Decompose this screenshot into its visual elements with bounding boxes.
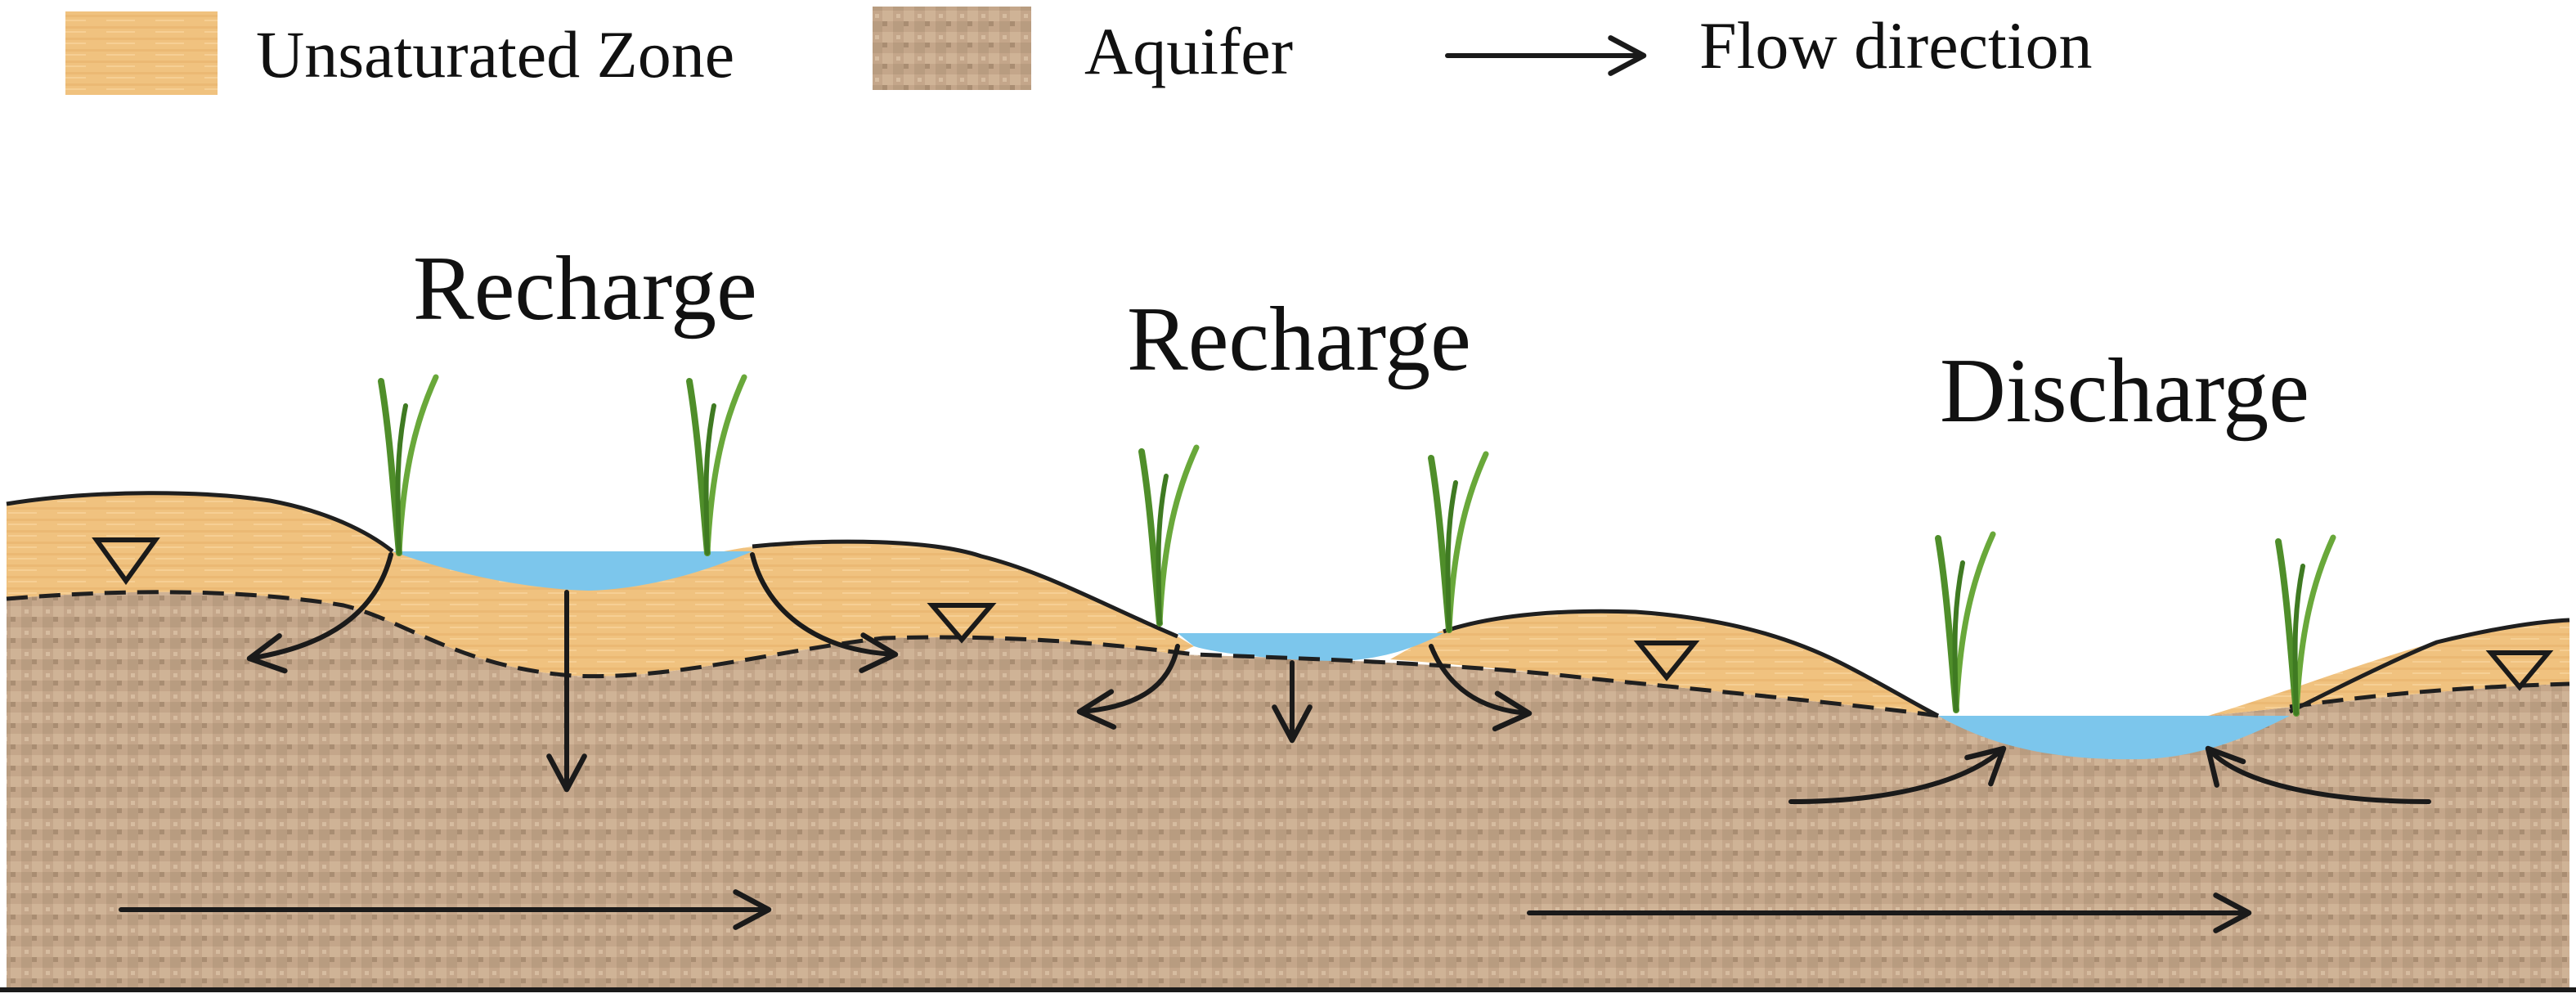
flow-arrow-left-outflow-east bbox=[750, 552, 899, 673]
inverted-triangle-icon bbox=[927, 603, 997, 644]
inverted-triangle-icon bbox=[2485, 650, 2554, 691]
label-recharge-middle: Recharge bbox=[1127, 289, 1471, 390]
unsaturated-zone-middle bbox=[1390, 611, 1938, 716]
flow-arrows bbox=[119, 552, 2431, 933]
water-table-symbol-3 bbox=[1633, 641, 1700, 681]
legend-aquifer-label: Aquifer bbox=[1084, 14, 1293, 88]
pond-left bbox=[393, 551, 752, 591]
label-recharge-left: Recharge bbox=[413, 238, 757, 339]
ground-surface bbox=[6, 491, 2570, 718]
water-table-symbol-1 bbox=[92, 537, 160, 586]
label-discharge-right: Discharge bbox=[1940, 340, 2309, 442]
inverted-triangle-icon bbox=[1633, 641, 1700, 681]
legend-flow-label: Flow direction bbox=[1699, 8, 2093, 83]
flow-arrow-middle-outflow-west bbox=[1076, 644, 1180, 730]
vegetation bbox=[378, 374, 2336, 717]
water-table-line bbox=[6, 590, 2570, 718]
grass-icon bbox=[1935, 531, 1996, 713]
legend-aquifer-swatch bbox=[873, 7, 1031, 90]
flow-arrow-middle-outflow-east bbox=[1429, 644, 1533, 732]
water-table-symbol-2 bbox=[927, 603, 997, 644]
grass-icon bbox=[1428, 451, 1489, 633]
flow-arrow-discharge-from-east bbox=[2205, 745, 2431, 804]
aquifer-zone bbox=[7, 591, 2569, 990]
grass-icon bbox=[2275, 534, 2336, 717]
flow-arrow-left-outflow-west bbox=[246, 552, 393, 674]
pond-middle bbox=[1178, 633, 1443, 661]
legend: Unsaturated Zone Aquifer Flow direction bbox=[65, 7, 2093, 95]
legend-unsaturated-swatch bbox=[65, 11, 218, 95]
pond-right bbox=[1938, 716, 2290, 760]
grass-icon bbox=[378, 374, 439, 556]
legend-unsaturated-label: Unsaturated Zone bbox=[256, 17, 734, 92]
water-table-symbol-4 bbox=[2485, 650, 2554, 691]
grass-icon bbox=[1138, 444, 1200, 627]
flow-arrow-discharge-from-west bbox=[1788, 745, 2007, 804]
grass-icon bbox=[686, 374, 747, 556]
